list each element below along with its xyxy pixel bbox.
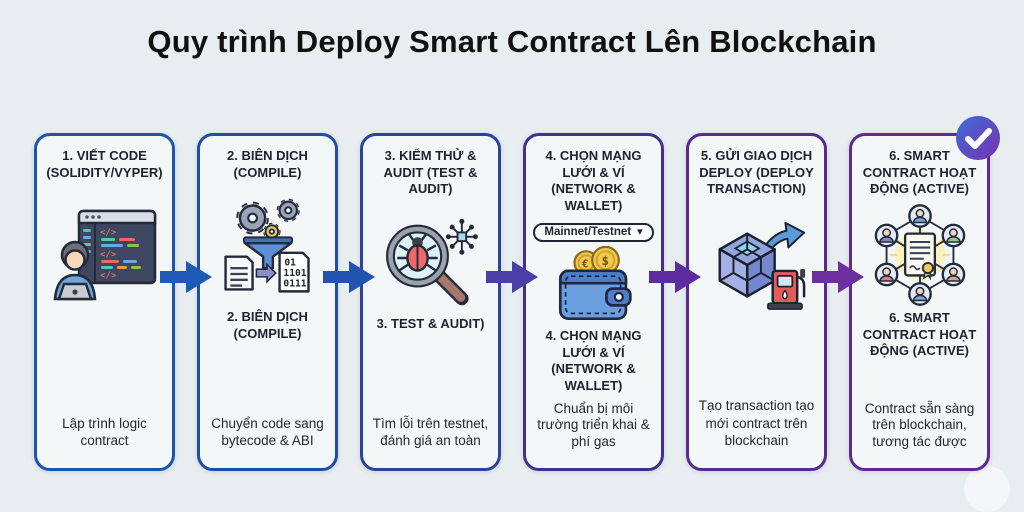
step-description: Tìm lỗi trên testnet, đánh giá an toàn — [372, 415, 489, 449]
flow-gap — [812, 133, 864, 471]
step-subheading: 3. TEST & AUDIT) — [376, 315, 485, 331]
step-heading: 5. GỬI GIAO DỊCH DEPLOY (DEPLOY TRANSACT… — [699, 148, 814, 197]
step-card-1: 1. VIẾT CODE (SOLIDITY/VYPER) </> </> </… — [34, 133, 175, 471]
svg-text:</>: </> — [100, 250, 117, 260]
flow-gap — [323, 133, 375, 471]
developer-coding-icon: </> </> </> — [49, 205, 161, 305]
step-subheading: 6. SMART CONTRACT HOẠT ĐỘNG (ACTIVE) — [862, 309, 977, 359]
step-card-2: 2. BIÊN DỊCH (COMPILE) — [197, 133, 338, 471]
flow-gap — [160, 133, 212, 471]
svg-text:$: $ — [601, 253, 608, 268]
chevron-down-icon: ▾ — [637, 225, 643, 238]
contract-network-icon — [868, 202, 972, 308]
step-description: Lập trình logic contract — [62, 415, 147, 449]
arrow-right-icon — [160, 261, 212, 293]
svg-text:1101: 1101 — [283, 268, 306, 279]
process-flow: 1. VIẾT CODE (SOLIDITY/VYPER) </> </> </… — [0, 116, 1024, 471]
arrow-right-icon — [649, 261, 701, 293]
arrow-right-icon — [323, 261, 375, 293]
step-heading: 2. BIÊN DỊCH (COMPILE) — [227, 148, 308, 180]
svg-text:</>: </> — [100, 271, 117, 281]
page-title: Quy trình Deploy Smart Contract Lên Bloc… — [147, 24, 877, 59]
network-dropdown-value: Mainnet/Testnet — [544, 226, 632, 239]
step-description: Tạo transaction tạo mới contract trên bl… — [698, 398, 815, 449]
flow-gap — [486, 133, 538, 471]
svg-text:€: € — [582, 257, 588, 270]
network-dropdown[interactable]: Mainnet/Testnet ▾ — [533, 222, 654, 243]
step-card-3: 3. KIỂM THỬ & AUDIT (TEST & AUDIT) — [360, 133, 501, 471]
wallet-coins-icon: € $ — [544, 246, 644, 324]
step-heading: 4. CHỌN MẠNG LƯỚI & VÍ (NETWORK & WALLET… — [545, 148, 642, 213]
arrow-right-icon — [486, 261, 538, 293]
watermark-circle — [964, 466, 1010, 512]
step-card-5: 5. GỬI GIAO DỊCH DEPLOY (DEPLOY TRANSACT… — [686, 133, 827, 471]
svg-text:01: 01 — [284, 258, 296, 269]
arrow-right-icon — [812, 261, 864, 293]
svg-text:0111: 0111 — [283, 279, 306, 290]
step-subheading: 2. BIÊN DỊCH (COMPILE) — [227, 309, 308, 341]
step-subheading: 4. CHỌN MẠNG LƯỚI & VÍ (NETWORK & WALLET… — [545, 328, 642, 393]
bug-magnifier-icon — [377, 210, 485, 306]
step-description: Contract sẵn sàng trên blockchain, tương… — [864, 400, 975, 449]
step-card-6: 6. SMART CONTRACT HOẠT ĐỘNG (ACTIVE) — [849, 116, 1000, 471]
compile-gears-funnel-icon: 01 1101 0111 — [214, 195, 322, 299]
step-card-4: 4. CHỌN MẠNG LƯỚI & VÍ (NETWORK & WALLET… — [523, 133, 664, 471]
step-heading: 3. KIỂM THỬ & AUDIT (TEST & AUDIT) — [383, 148, 478, 197]
step-heading: 6. SMART CONTRACT HOẠT ĐỘNG (ACTIVE) — [862, 148, 977, 197]
step-description: Chuyển code sang bytecode & ABI — [211, 415, 324, 449]
cube-gas-deploy-icon — [702, 216, 812, 318]
step-heading: 1. VIẾT CODE (SOLIDITY/VYPER) — [46, 148, 163, 180]
flow-gap — [649, 133, 701, 471]
svg-text:</>: </> — [100, 228, 117, 238]
check-icon — [956, 116, 1000, 160]
step-description: Chuẩn bị môi trường triển khai & phí gas — [537, 400, 650, 449]
